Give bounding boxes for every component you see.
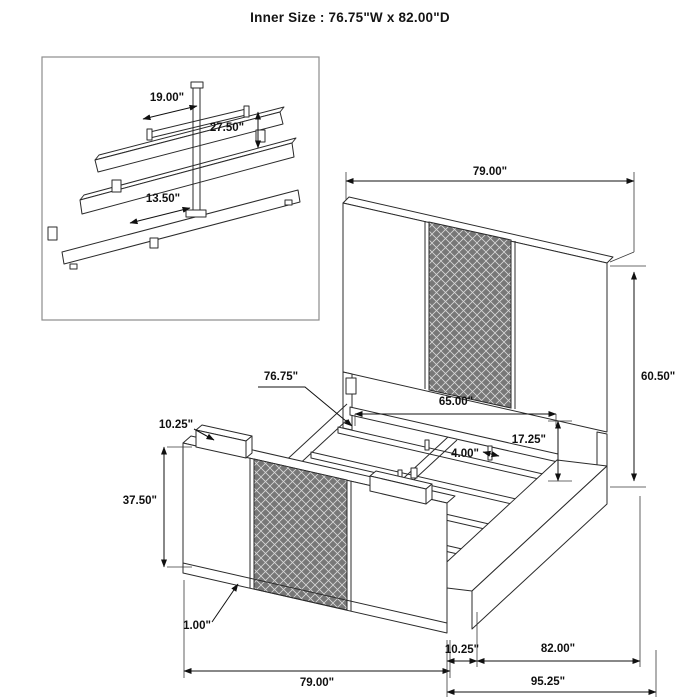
headboard-mount-clip	[345, 377, 357, 395]
inset-dim-13-5-label: 13.50"	[146, 193, 180, 205]
headboard	[342, 196, 614, 490]
dim-inner-width-callout: 76.75"	[264, 371, 298, 383]
inset-dimensions	[129, 104, 261, 225]
footboard	[182, 424, 456, 634]
inset-dim-27-5-label: 27.50"	[210, 122, 244, 134]
dim-rail-height: 17.25"	[512, 434, 546, 446]
footboard-diamond-panel	[253, 458, 348, 611]
dim-height-right: 60.50"	[641, 371, 675, 383]
diagram-title: Inner Size : 76.75"W x 82.00"D	[250, 10, 450, 25]
dim-width-bottom: 79.00"	[300, 677, 334, 689]
dim-inner-depth: 82.00"	[541, 643, 575, 655]
dim-total-depth: 95.25"	[531, 676, 565, 688]
right-rail	[421, 459, 608, 630]
inset-headboard-drawing	[47, 81, 301, 270]
dimension-annotations	[161, 172, 657, 697]
dim-footboard-top: 10.25"	[159, 419, 193, 431]
inset-box	[41, 56, 320, 321]
inset-detail: 19.00" 27.50" 13.50"	[41, 56, 320, 321]
bed-drawing	[182, 196, 614, 634]
dim-base-height: 1.00"	[183, 620, 211, 632]
footboard-base-rail	[182, 562, 448, 624]
dim-footboard-depth: 10.25"	[445, 644, 479, 656]
dim-width-top: 79.00"	[473, 166, 507, 178]
inset-dim-19-label: 19.00"	[150, 92, 184, 104]
dim-slat-width: 4.00"	[451, 448, 479, 460]
headboard-diamond-panel	[428, 221, 512, 409]
dim-inner-width: 65.00"	[439, 396, 473, 408]
dim-footboard-height: 37.50"	[123, 495, 157, 507]
